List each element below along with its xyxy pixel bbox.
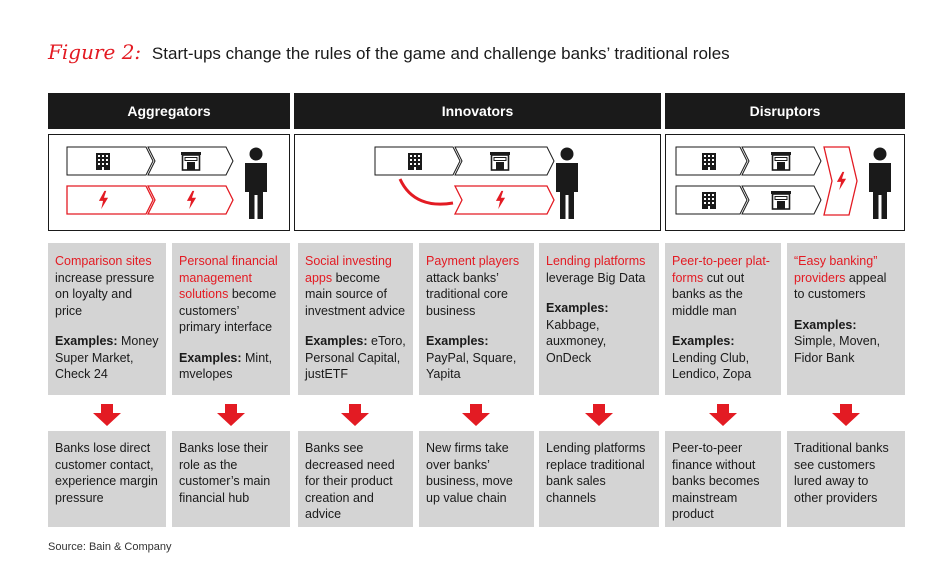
card-lending-platforms: Lending platforms leverage Big Data Exam… (539, 243, 659, 395)
header-aggregators: Aggregators (48, 93, 290, 129)
result-comparison-sites: Banks lose direct customer contact, expe… (48, 431, 166, 527)
result-social-investing: Banks see decreased need for their produ… (298, 431, 413, 527)
innovators-graphic (294, 134, 661, 231)
header-disruptors: Disruptors (665, 93, 905, 129)
header-innovators: Innovators (294, 93, 661, 129)
bank-building-icon (408, 153, 422, 170)
result-personal-financial-management: Banks lose their role as the customer’s … (172, 431, 290, 527)
down-arrow-icon (217, 404, 245, 426)
result-easy-banking: Traditional banks see customers lured aw… (787, 431, 905, 527)
figure-title-text: Start-ups change the rules of the game a… (151, 44, 730, 63)
card-comparison-sites: Comparison sites increase pressure on lo… (48, 243, 166, 395)
down-arrow-icon (462, 404, 490, 426)
card-payment-players: Payment players attack banks’ traditiona… (419, 243, 534, 395)
card-peer-to-peer: Peer-to-peer plat-forms cut out banks as… (665, 243, 781, 395)
down-arrow-icon (832, 404, 860, 426)
bank-building-icon (702, 192, 716, 209)
result-peer-to-peer: Peer-to-peer finance without banks becom… (665, 431, 781, 527)
person-icon (556, 147, 578, 219)
card-social-investing: Social investing apps become main source… (298, 243, 413, 395)
down-arrow-icon (341, 404, 369, 426)
result-payment-players: New firms take over banks’ business, mov… (419, 431, 534, 527)
figure-title: Figure 2: Start-ups change the rules of … (48, 40, 730, 64)
disruptors-graphic (665, 134, 905, 231)
aggregators-graphic (48, 134, 290, 231)
card-easy-banking: “Easy banking” providers appeal to custo… (787, 243, 905, 395)
figure-label: Figure 2: (48, 40, 142, 64)
bank-building-icon (702, 153, 716, 170)
result-lending-platforms: Lending platforms replace traditional ba… (539, 431, 659, 527)
down-arrow-icon (93, 404, 121, 426)
down-arrow-icon (709, 404, 737, 426)
bank-building-icon (96, 153, 110, 170)
person-icon (245, 147, 267, 219)
card-personal-financial-management: Personal financial management solutions … (172, 243, 290, 395)
source-note: Source: Bain & Company (48, 541, 172, 553)
person-icon (869, 147, 891, 219)
down-arrow-icon (585, 404, 613, 426)
